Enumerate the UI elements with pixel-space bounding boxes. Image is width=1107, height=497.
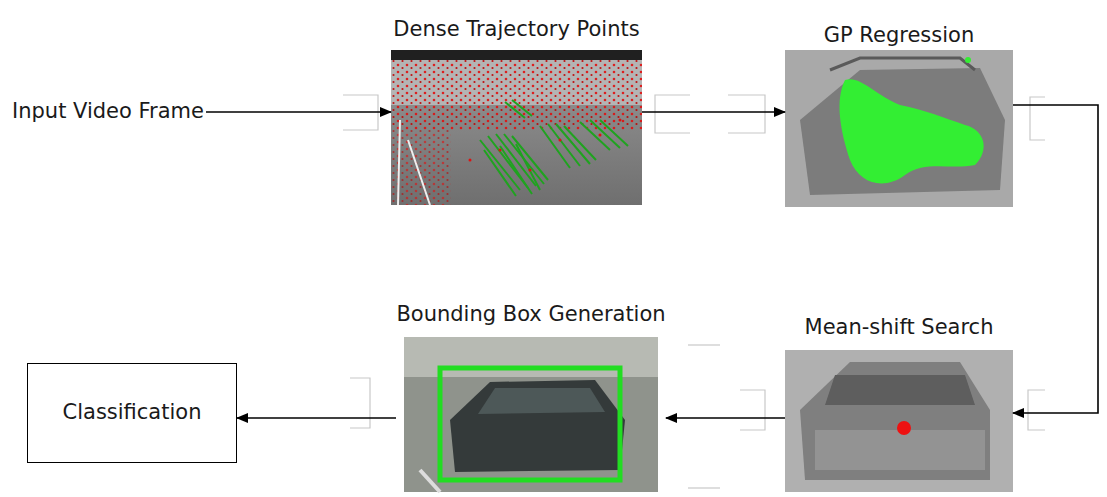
image-frame [785, 50, 1013, 207]
input-label: Input Video Frame [12, 99, 206, 124]
node-label: Input Video Frame [12, 99, 206, 124]
image-stage: Dense Trajectory Points [391, 17, 642, 205]
flow-arrow [666, 417, 785, 419]
dense-trajectory-image [391, 50, 642, 205]
node-label: Dense Trajectory Points [393, 17, 639, 42]
node-label: Mean-shift Search [805, 315, 994, 340]
node-label: Bounding Box Generation [396, 302, 665, 327]
flow-arrow [206, 111, 391, 113]
flow-arrow [237, 417, 396, 419]
process-box: Classification [27, 363, 237, 463]
flow-arrow [642, 111, 785, 113]
image-frame [391, 50, 642, 205]
bounding-box-image [404, 337, 658, 492]
node-label: Classification [63, 400, 202, 425]
image-stage: GP Regression [785, 23, 1013, 207]
image-frame [404, 337, 658, 492]
gp-regression-image [785, 50, 1013, 207]
image-frame [785, 350, 1013, 492]
mean-shift-image [785, 350, 1013, 492]
flow-arrow [1013, 105, 1098, 413]
image-stage: Mean-shift Search [785, 315, 1013, 492]
image-stage: Bounding Box Generation [396, 302, 666, 492]
node-label: GP Regression [824, 23, 974, 48]
